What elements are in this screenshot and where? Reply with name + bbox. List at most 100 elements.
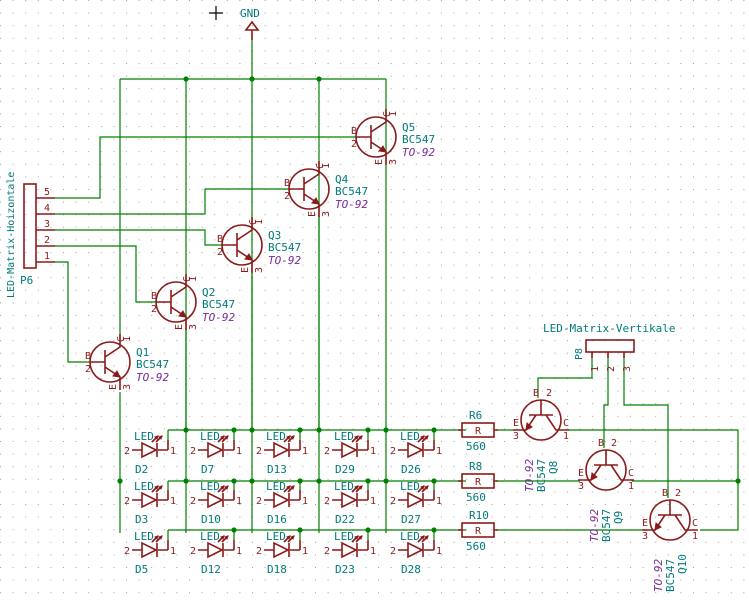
transistor-pin-c: C — [182, 276, 193, 282]
transistor-pin-b: B — [85, 351, 91, 362]
transistor-num-b: 2 — [546, 388, 552, 399]
led-ref: D29 — [335, 463, 355, 476]
led-pin-a: 2 — [256, 546, 262, 557]
transistor-num-e: 3 — [254, 267, 265, 273]
transistor-package: TO-92 — [652, 559, 665, 592]
transistor-value: BC547 — [202, 298, 235, 311]
p8-pin-1: 1 — [590, 366, 601, 372]
transistor-pin-e: E — [108, 384, 119, 390]
transistor-pin-e: E — [642, 518, 648, 529]
led-pin-a: 2 — [124, 546, 130, 557]
transistor-num-e: 3 — [122, 384, 133, 390]
led-ref: D23 — [335, 563, 355, 576]
transistor-pin-b: B — [351, 126, 357, 137]
led-ref: D12 — [201, 563, 221, 576]
transistor-num-b: 2 — [351, 139, 357, 150]
led-pin-a: 2 — [324, 546, 330, 557]
p6-pin-3: 3 — [44, 219, 50, 230]
p6-pin-2: 2 — [44, 235, 50, 246]
transistor-num-e: 3 — [642, 531, 648, 542]
transistor-pin-b: B — [284, 178, 290, 189]
p8-pin-3: 3 — [622, 366, 633, 372]
led-pin-k: 1 — [170, 446, 176, 457]
led-pin-a: 2 — [390, 546, 396, 557]
led-pin-k: 1 — [170, 546, 176, 557]
led-pin-a: 2 — [256, 496, 262, 507]
led-value: LED — [266, 480, 286, 493]
led-ref: D2 — [135, 463, 148, 476]
led-value: LED — [334, 530, 354, 543]
transistor-ref: Q2 — [202, 286, 215, 299]
led-pin-k: 1 — [302, 546, 308, 557]
transistor-num-c: 1 — [122, 336, 133, 342]
transistor-num-c: 1 — [321, 163, 332, 169]
transistor-package: TO-92 — [202, 311, 235, 324]
led-pin-k: 1 — [436, 446, 442, 457]
p6-ref: P6 — [20, 274, 33, 287]
p6-pin-5: 5 — [44, 187, 50, 198]
transistor-ref: Q9 — [612, 511, 625, 524]
led-value: LED — [400, 430, 420, 443]
transistor-pin-c: C — [116, 336, 127, 342]
led-value: LED — [400, 530, 420, 543]
transistor-num-c: 1 — [188, 276, 199, 282]
resistor-value: 560 — [466, 440, 486, 453]
transistor-num-c: 1 — [628, 481, 634, 492]
transistor-num-e: 3 — [321, 211, 332, 217]
transistor-value: BC547 — [600, 509, 613, 542]
transistor-num-c: 1 — [692, 531, 698, 542]
transistor-num-e: 3 — [188, 324, 199, 330]
transistor-pin-c: C — [563, 418, 569, 429]
transistor-num-b: 2 — [85, 364, 91, 375]
led-value: LED — [200, 480, 220, 493]
led-ref: D16 — [267, 513, 287, 526]
transistor-package: TO-92 — [588, 509, 601, 542]
transistor-pin-e: E — [307, 211, 318, 217]
led-pin-a: 2 — [190, 546, 196, 557]
led-pin-k: 1 — [370, 446, 376, 457]
led-pin-a: 2 — [124, 446, 130, 457]
transistor-pin-c: C — [382, 111, 393, 117]
resistor-body-label: R — [475, 477, 482, 488]
transistor-package: TO-92 — [136, 371, 169, 384]
transistor-ref: Q3 — [268, 229, 281, 242]
resistor-body-label: R — [475, 426, 482, 437]
resistor-value: 560 — [466, 540, 486, 553]
led-ref: D5 — [135, 563, 148, 576]
transistor-package: TO-92 — [402, 146, 435, 159]
transistor-package: TO-92 — [335, 198, 368, 211]
led-value: LED — [266, 530, 286, 543]
led-pin-k: 1 — [170, 496, 176, 507]
led-ref: D7 — [201, 463, 214, 476]
transistor-pin-b: B — [662, 488, 668, 499]
transistor-value: BC547 — [136, 358, 169, 371]
connector-p8: LED-Matrix-Vertikale P8 1 2 3 — [543, 322, 675, 372]
transistor-pin-e: E — [578, 468, 584, 479]
p8-pin-2: 2 — [606, 366, 617, 372]
led-pin-a: 2 — [390, 496, 396, 507]
led-ref: D28 — [401, 563, 421, 576]
gnd-symbol: GND — [209, 6, 260, 40]
transistor-ref: Q10 — [676, 554, 689, 574]
led-pin-k: 1 — [236, 546, 242, 557]
transistor-package: TO-92 — [268, 254, 301, 267]
transistor-value: BC547 — [268, 241, 301, 254]
transistor-pin-b: B — [151, 291, 157, 302]
